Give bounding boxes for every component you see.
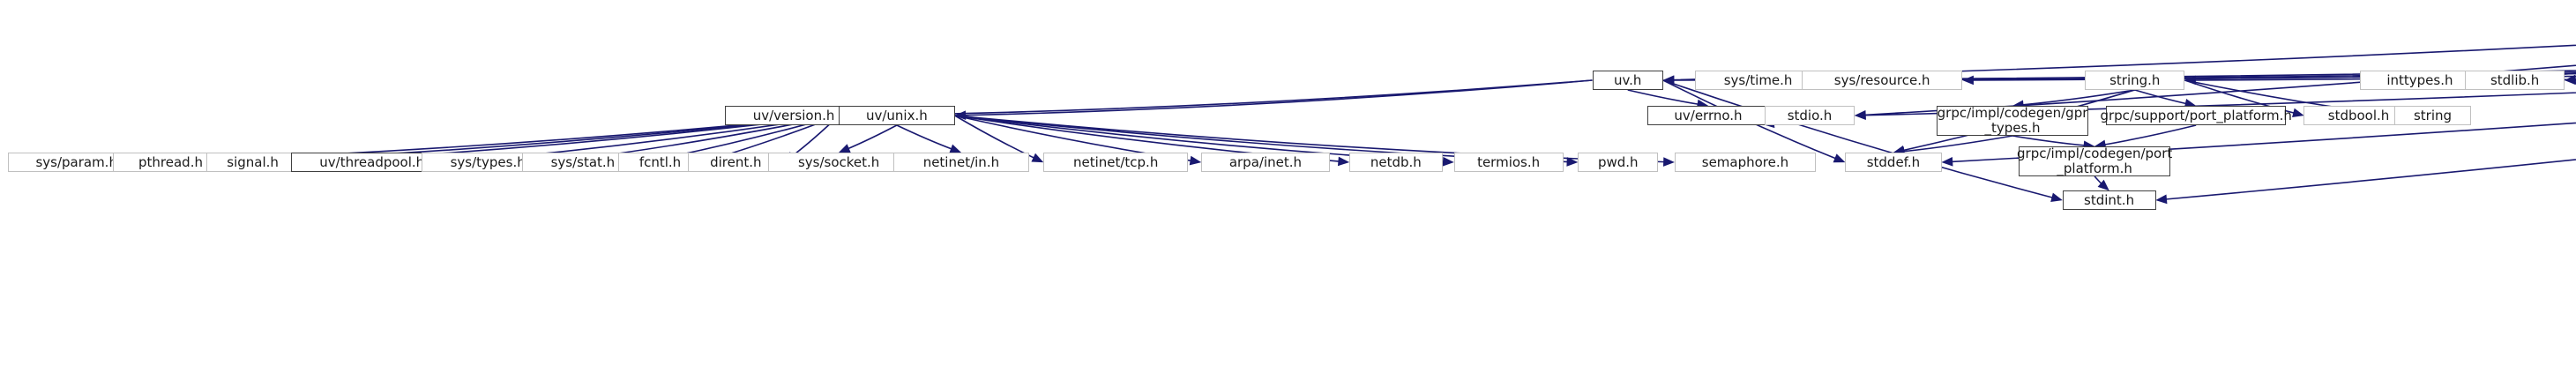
edge-arrowhead: [949, 144, 962, 153]
edge-arrowhead: [2097, 179, 2109, 191]
edge-arrowhead: [838, 144, 851, 153]
node-stddef[interactable]: stddef.h: [1845, 153, 1942, 172]
edge-arrowhead: [1833, 153, 1846, 163]
edge-arrowhead: [1566, 157, 1579, 167]
edge-uvh-to-uverrno: [1627, 89, 1699, 106]
node-dirent[interactable]: dirent.h: [687, 153, 785, 172]
edge-arrowhead: [2050, 192, 2063, 203]
node-uvversion[interactable]: uv/version.h: [724, 106, 863, 125]
node-fcntl[interactable]: fcntl.h: [618, 153, 702, 172]
edge-portplat1-to-portplat2: [2103, 124, 2197, 146]
edge-uvh-to-uvversion: [872, 79, 1593, 116]
edge-uvunix-to-netinetin: [896, 124, 952, 150]
node-systime[interactable]: sys/time.h: [1695, 71, 1821, 90]
edge-task-to-stddef: [1951, 122, 2576, 163]
edge-task-to-stdint: [2165, 159, 2576, 200]
node-arpainet[interactable]: arpa/inet.h: [1200, 153, 1330, 172]
edge-stringh-to-portplat1: [2134, 89, 2187, 105]
edge-root-to-stdio: [1864, 64, 2576, 116]
node-portplat2[interactable]: grpc/impl/codegen/port _platform.h: [2017, 146, 2173, 176]
node-uvthreadpool[interactable]: uv/threadpool.h: [291, 153, 452, 172]
edge-arrowhead: [1337, 156, 1350, 167]
node-sysstat[interactable]: sys/stat.h: [521, 153, 645, 172]
edge-portplat2-to-stdint: [2094, 175, 2102, 185]
edge-arrowhead: [2292, 108, 2304, 118]
node-systypes[interactable]: sys/types.h: [422, 153, 554, 172]
node-stdlib[interactable]: stdlib.h: [2465, 71, 2565, 90]
edge-arrowhead: [1442, 156, 1454, 167]
node-netinetin[interactable]: netinet/in.h: [893, 153, 1029, 172]
edge-gprtypes-to-stddef: [1902, 135, 2013, 153]
edge-uvunix-to-semaphore: [954, 115, 1665, 163]
node-netinettcp[interactable]: netinet/tcp.h: [1043, 153, 1189, 172]
edge-uvh-to-uvunix: [964, 79, 1593, 116]
node-string[interactable]: string: [2393, 106, 2472, 125]
node-signal[interactable]: signal.h: [205, 153, 300, 172]
edge-uvh-to-stdint: [1662, 79, 2054, 198]
edge-arrowhead: [2564, 75, 2576, 86]
edge-arrowhead: [1189, 155, 1202, 166]
node-semaphore[interactable]: semaphore.h: [1674, 153, 1817, 172]
node-sysresource[interactable]: sys/resource.h: [1801, 71, 1963, 90]
edge-stringh-to-gprtypes: [2021, 89, 2135, 106]
node-sysparam[interactable]: sys/param.h: [8, 153, 146, 172]
edge-arrowhead: [1962, 75, 1974, 86]
edge-arrowhead: [1854, 110, 1866, 121]
node-pwd[interactable]: pwd.h: [1578, 153, 1659, 172]
edge-arrowhead: [1662, 157, 1675, 167]
node-stdio[interactable]: stdio.h: [1764, 106, 1855, 125]
edge-gprtypes-to-portplat2: [2012, 135, 2086, 146]
node-portplat1[interactable]: grpc/support/port_platform.h: [2100, 106, 2292, 125]
node-syssocket[interactable]: sys/socket.h: [767, 153, 910, 172]
node-uvh[interactable]: uv.h: [1592, 71, 1663, 90]
edge-arrowhead: [1031, 153, 1044, 163]
node-netdb[interactable]: netdb.h: [1348, 153, 1443, 172]
edge-uvunix-to-syssocket: [847, 124, 898, 150]
node-pthread[interactable]: pthread.h: [112, 153, 229, 172]
node-stdbool[interactable]: stdbool.h: [2303, 106, 2414, 125]
node-gprtypes[interactable]: grpc/impl/codegen/gpr _types.h: [1937, 105, 2088, 136]
node-termios[interactable]: termios.h: [1453, 153, 1564, 172]
edge-arrowhead: [2155, 194, 2168, 205]
node-inttypes[interactable]: inttypes.h: [2360, 71, 2480, 90]
edge-task-to-sysresource: [1972, 72, 2576, 81]
edge-arrowhead: [1941, 156, 1953, 167]
node-uverrno[interactable]: uv/errno.h: [1646, 106, 1770, 125]
node-stringh[interactable]: string.h: [2085, 71, 2185, 90]
node-stdint[interactable]: stdint.h: [2062, 190, 2156, 210]
node-uvunix[interactable]: uv/unix.h: [839, 106, 955, 125]
